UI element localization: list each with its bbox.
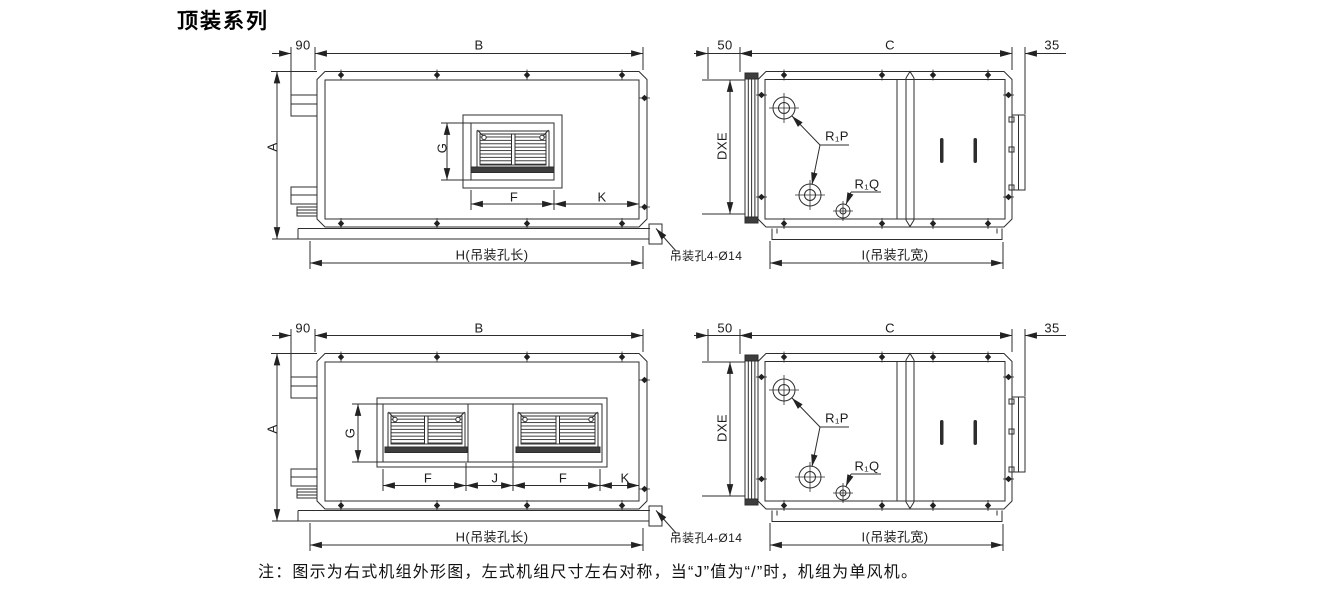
- dim-f1-2: F: [423, 470, 433, 486]
- bottom-side-view-grille: [352, 397, 639, 491]
- dim-k-1: K: [597, 189, 607, 205]
- pipe-r1q-label-1: R₁Q: [854, 176, 880, 192]
- top-end-view: [694, 47, 1066, 269]
- dim-35-1: 35: [1044, 37, 1060, 53]
- top-side-view: [271, 47, 676, 269]
- bottom-end-view: [694, 329, 1066, 551]
- dim-50-1: 50: [717, 37, 733, 53]
- dim-90-top-1: 90: [295, 37, 311, 53]
- dim-h-1: H(吊装孔长): [455, 247, 529, 263]
- dim-i-1: I(吊装孔宽): [861, 247, 929, 263]
- dim-g-1: G: [434, 142, 450, 154]
- note-text: 注：图示为右式机组外形图，左式机组尺寸左右对称，当“J”值为“/”时，机组为单风…: [258, 564, 919, 581]
- dim-50-2: 50: [717, 320, 733, 336]
- dim-f2-2: F: [558, 470, 568, 486]
- dim-b-1: B: [474, 37, 484, 53]
- dim-a-2: A: [264, 424, 280, 434]
- dim-35-2: 35: [1044, 320, 1060, 336]
- dim-h-2: H(吊装孔长): [455, 529, 529, 545]
- dim-a-1: A: [264, 142, 280, 152]
- pipe-r1p-label-2: R₁P: [825, 410, 849, 426]
- pipe-r1p-label-1: R₁P: [825, 128, 849, 144]
- dim-b-2: B: [474, 320, 484, 336]
- dim-g-2: G: [342, 427, 358, 439]
- hole-label-1: 吊装孔4-Ø14: [669, 249, 743, 263]
- bottom-side-view: [271, 329, 676, 551]
- top-side-view-grille: [441, 114, 639, 210]
- dim-c-2: C: [885, 320, 895, 336]
- pipe-r1q-label-2: R₁Q: [854, 458, 880, 474]
- hole-label-2: 吊装孔4-Ø14: [669, 531, 743, 545]
- dim-j-2: J: [491, 470, 499, 486]
- dim-k-2: K: [620, 470, 630, 486]
- dim-i-2: I(吊装孔宽): [861, 529, 929, 545]
- dim-f-1: F: [509, 189, 519, 205]
- dim-dxe-1: DXE: [714, 132, 730, 160]
- dim-90-top-2: 90: [295, 320, 311, 336]
- dim-dxe-2: DXE: [714, 414, 730, 442]
- dim-c-1: C: [885, 37, 895, 53]
- page-title: 顶装系列: [177, 10, 269, 33]
